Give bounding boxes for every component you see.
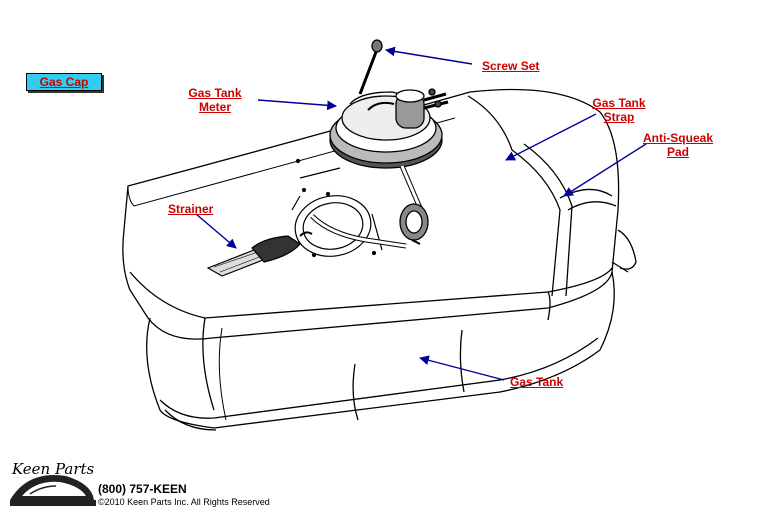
gas-tank-body	[122, 88, 637, 431]
gas-cap-button[interactable]: Gas Cap	[26, 73, 102, 91]
gas-tank-label[interactable]: Gas Tank	[510, 375, 564, 389]
keen-parts-logo: Keen Parts	[10, 460, 96, 506]
anti-squeak-pad-label-line2[interactable]: Pad	[666, 145, 689, 159]
gas-tank-meter-label-line2[interactable]: Meter	[198, 100, 231, 114]
gas-tank-strap-label[interactable]: Gas Tank Strap	[586, 96, 652, 124]
screw	[358, 39, 383, 95]
phone-number: (800) 757-KEEN	[98, 482, 187, 496]
anti-squeak-pad-label[interactable]: Anti-Squeak Pad	[638, 131, 718, 159]
copyright-text: ©2010 Keen Parts Inc. All Rights Reserve…	[98, 497, 270, 507]
gas-tank-meter-label-line1[interactable]: Gas Tank	[188, 86, 242, 100]
gas-tank-strap-label-line2[interactable]: Strap	[603, 110, 635, 124]
sender-opening	[291, 158, 383, 258]
leader-arrows	[195, 46, 647, 381]
anti-squeak-pad-label-line1[interactable]: Anti-Squeak	[642, 131, 713, 145]
svg-text:Keen Parts: Keen Parts	[11, 460, 95, 478]
strainer-label[interactable]: Strainer	[168, 202, 214, 216]
gas-tank-strap-label-line1[interactable]: Gas Tank	[592, 96, 646, 110]
gas-tank-meter	[310, 88, 449, 249]
strainer	[206, 231, 313, 277]
gas-tank-meter-label[interactable]: Gas Tank Meter	[182, 86, 248, 114]
screw-set-label[interactable]: Screw Set	[482, 59, 540, 73]
